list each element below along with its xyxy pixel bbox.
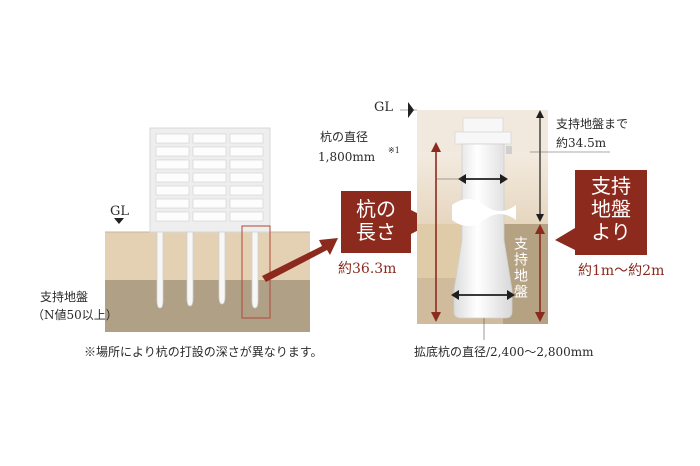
bearing-depth-line1: 支持	[591, 174, 631, 198]
gl-label-right: GL	[374, 100, 394, 115]
depth-to-bearing-label: 支持地盤まで	[556, 117, 629, 131]
bearing-stratum	[105, 280, 310, 332]
building-window	[192, 185, 227, 196]
bearing-depth-value: 約1m〜約2m	[578, 263, 665, 279]
building-window	[229, 211, 264, 222]
building-window	[229, 159, 264, 170]
building-window	[155, 198, 190, 209]
gl-marker-left	[114, 218, 124, 224]
building-window	[229, 172, 264, 183]
building-window	[192, 198, 227, 209]
enlarged-base-label: 拡底杭の直径/2,400〜2,800mm	[414, 345, 594, 359]
building-window	[155, 211, 190, 222]
n-value-label: （N値50以上）	[32, 308, 118, 322]
bearing-depth-pointer	[555, 228, 575, 250]
building-window	[192, 133, 227, 144]
large-pile	[452, 117, 516, 319]
pile	[186, 231, 194, 307]
building-window	[155, 185, 190, 196]
left-piles	[156, 231, 259, 309]
building-window	[192, 146, 227, 157]
building-window	[192, 172, 227, 183]
bearing-depth-line2: 地盤	[591, 197, 631, 221]
building-window	[155, 159, 190, 170]
pile-diameter-label: 杭の直径	[320, 130, 369, 144]
pile-length-line2: 長さ	[356, 220, 396, 244]
bearing-depth-arrow	[535, 224, 545, 322]
pile-length-line1: 杭の	[356, 197, 396, 221]
building-window	[155, 146, 190, 157]
gl-marker-right	[408, 102, 414, 118]
pile-length-box	[341, 191, 411, 253]
building	[149, 127, 271, 233]
pile-break	[452, 199, 516, 226]
building-window	[155, 172, 190, 183]
building-window	[155, 133, 190, 144]
building-window	[229, 133, 264, 144]
bearing-label-left: 支持地盤	[40, 290, 89, 304]
building-window	[229, 198, 264, 209]
depth-to-bearing-value: 約34.5m	[556, 136, 607, 150]
bearing-vertical-label: 支持地盤	[512, 236, 528, 300]
pile-diameter-arrow	[435, 165, 508, 184]
bearing-depth-box	[575, 170, 647, 255]
pile	[156, 231, 164, 309]
bearing-depth-line3: より	[591, 220, 631, 244]
building-window	[192, 159, 227, 170]
building-window	[229, 185, 264, 196]
pile-length-value: 約36.3m	[338, 261, 397, 277]
pile-diameter-value: 1,800mm	[318, 150, 376, 164]
left-soil	[105, 231, 310, 332]
pointer-arrow	[262, 238, 338, 282]
pile	[218, 231, 226, 305]
depth-arrow	[530, 110, 610, 222]
gl-label-left: GL	[110, 204, 130, 219]
pile-length-arrow	[431, 142, 441, 322]
footnote: ※場所により杭の打設の深さが異なります。	[84, 345, 323, 359]
building-windows	[155, 133, 264, 222]
pile-shaft	[453, 143, 513, 319]
bearing-depth-title: 支持 地盤 より	[575, 175, 647, 244]
base-diameter-arrow	[451, 290, 515, 340]
pile-diameter-note: ※1	[388, 146, 400, 155]
pile	[251, 231, 259, 309]
pile-length-title: 杭の 長さ	[341, 198, 411, 244]
building-window	[229, 146, 264, 157]
building-window	[192, 211, 227, 222]
